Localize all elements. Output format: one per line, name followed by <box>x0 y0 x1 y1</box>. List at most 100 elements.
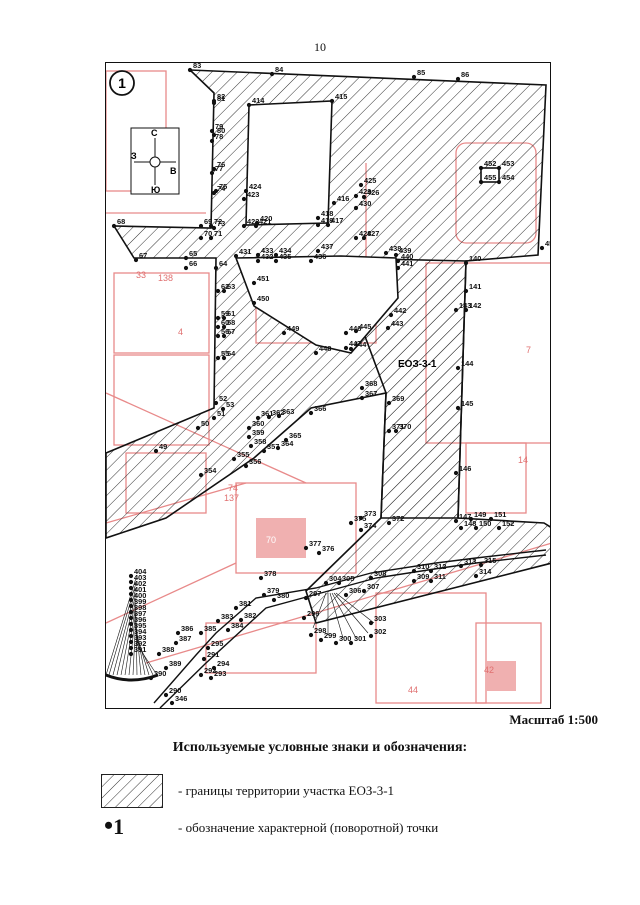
point-label-62: 62 <box>221 282 229 291</box>
point-label-68: 68 <box>117 217 125 226</box>
point-dot-59 <box>215 315 221 321</box>
point-dot-298 <box>308 632 314 638</box>
point-label-401: 401 <box>134 585 146 594</box>
point-label-433: 433 <box>261 246 273 255</box>
point-label-395: 395 <box>134 621 146 630</box>
point-dot-81 <box>211 100 217 106</box>
legend-hatch-swatch <box>101 774 163 808</box>
point-label-71: 71 <box>214 229 222 238</box>
cadastre-parcel <box>113 272 210 354</box>
point-dot-306 <box>343 592 349 598</box>
point-label-389: 389 <box>169 659 181 668</box>
point-label-290: 290 <box>169 686 181 695</box>
point-dot-73 <box>211 225 217 231</box>
point-label-426: 426 <box>367 188 379 197</box>
point-dot-84 <box>269 71 275 77</box>
point-dot-418 <box>315 215 321 221</box>
point-label-378: 378 <box>264 569 276 578</box>
point-dot-143 <box>453 307 459 313</box>
point-label-146: 146 <box>459 464 471 473</box>
point-label-367: 367 <box>365 389 377 398</box>
point-label-313: 313 <box>464 557 476 566</box>
point-label-431: 431 <box>239 247 251 256</box>
point-label-75: 75 <box>219 182 227 191</box>
point-label-140: 140 <box>469 254 481 263</box>
point-label-59: 59 <box>221 309 229 318</box>
point-dot-354 <box>198 472 204 478</box>
point-dot-294 <box>211 665 217 671</box>
point-dot-358 <box>248 443 254 449</box>
point-label-374: 374 <box>364 521 377 530</box>
point-label-402: 402 <box>134 579 146 588</box>
point-dot-302 <box>368 633 374 639</box>
point-label-436: 436 <box>314 252 326 261</box>
point-dot-79 <box>209 128 215 134</box>
point-dot-414 <box>246 102 252 108</box>
point-dot-297 <box>303 595 309 601</box>
point-label-365: 365 <box>289 431 301 440</box>
point-dot-364 <box>275 445 281 451</box>
point-dot-78 <box>209 138 215 144</box>
bg-label: 70 <box>266 535 276 545</box>
point-dot-80 <box>211 132 217 138</box>
point-label-376: 376 <box>322 544 334 553</box>
point-label-373: 373 <box>364 509 376 518</box>
point-label-49: 49 <box>159 442 167 451</box>
point-dot-459 <box>539 245 545 251</box>
point-label-52: 52 <box>219 394 227 403</box>
point-dot-378 <box>258 575 264 581</box>
point-label-414: 414 <box>252 96 265 105</box>
point-dot-359 <box>246 434 252 440</box>
point-label-363: 363 <box>282 407 294 416</box>
point-label-385: 385 <box>204 624 216 633</box>
point-label-452: 452 <box>484 159 496 168</box>
hatch-swatch-svg <box>102 775 162 807</box>
point-dot-374 <box>358 527 364 533</box>
point-dot-85 <box>411 74 417 80</box>
point-label-65: 65 <box>189 249 197 258</box>
point-dot-291 <box>201 656 207 662</box>
point-label-58: 58 <box>227 318 235 327</box>
point-label-84: 84 <box>275 65 284 74</box>
point-label-301: 301 <box>354 634 366 643</box>
point-dot-151 <box>488 516 494 522</box>
point-dot-75 <box>213 188 219 194</box>
point-dot-307 <box>361 588 367 594</box>
point-dot-443 <box>385 325 391 331</box>
point-label-447: 447 <box>349 339 361 348</box>
point-dot-52 <box>213 400 219 406</box>
point-label-415: 415 <box>335 92 347 101</box>
point-dot-355 <box>231 456 237 462</box>
point-label-85: 85 <box>417 68 425 77</box>
point-dot-299 <box>318 637 324 643</box>
point-label-303: 303 <box>374 614 386 623</box>
point-label-50: 50 <box>201 419 209 428</box>
point-dot-62 <box>215 288 221 294</box>
point-dot-142 <box>463 307 469 313</box>
point-label-142: 142 <box>469 301 481 310</box>
point-label-449: 449 <box>287 324 299 333</box>
point-label-438: 438 <box>389 244 401 253</box>
point-dot-64 <box>213 265 219 271</box>
compass-north: С <box>151 128 158 138</box>
point-dot-383 <box>215 618 221 624</box>
point-dot-69 <box>198 223 204 229</box>
point-dot-400 <box>128 597 134 603</box>
point-dot-388 <box>156 651 162 657</box>
sheet-marker: 1 <box>109 70 135 96</box>
cadastre-parcel <box>475 622 542 704</box>
point-label-397: 397 <box>134 609 146 618</box>
point-dot-303 <box>368 620 374 626</box>
point-dot-70 <box>198 235 204 241</box>
point-dot-428 <box>353 235 359 241</box>
point-label-359: 359 <box>252 428 264 437</box>
point-label-302: 302 <box>374 627 386 636</box>
point-dot-360 <box>246 425 252 431</box>
cadastre-building <box>486 661 516 691</box>
point-dot-399 <box>128 603 134 609</box>
point-label-451: 451 <box>257 274 269 283</box>
point-label-382: 382 <box>244 611 256 620</box>
point-label-298: 298 <box>314 626 326 635</box>
point-dot-308 <box>368 575 374 581</box>
svg-text:1: 1 <box>118 75 126 91</box>
